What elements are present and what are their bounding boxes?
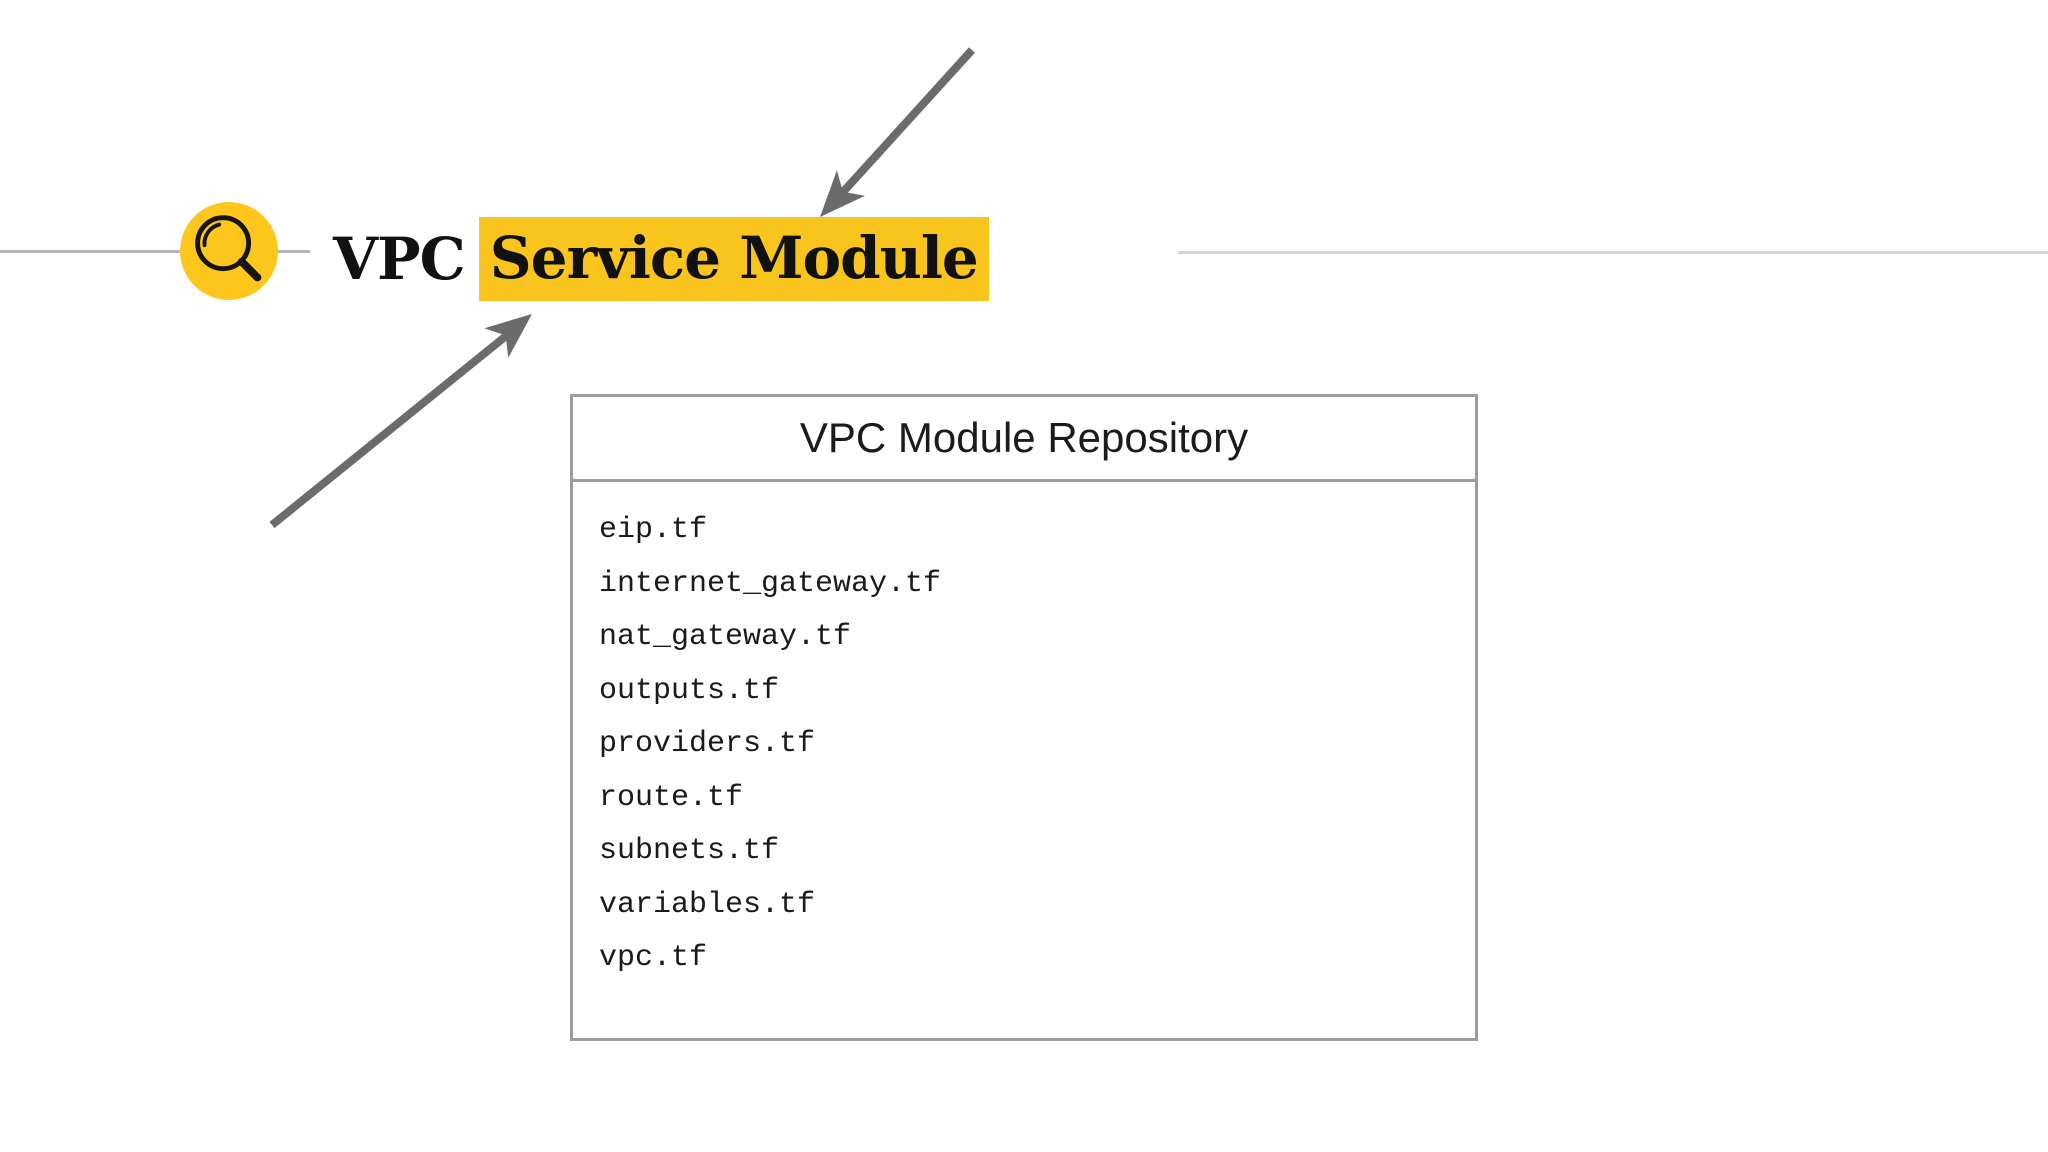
horizontal-rule-right	[1178, 251, 2048, 254]
file-list-item: providers.tf	[599, 727, 816, 761]
repository-box-title: VPC Module Repository	[573, 397, 1475, 482]
file-list-item: subnets.tf	[599, 834, 780, 868]
page-title-highlight: Service Module	[478, 217, 989, 301]
magnifier-icon	[180, 202, 278, 300]
file-list-item: eip.tf	[599, 513, 708, 547]
repository-file-list: eip.tf internet_gateway.tf nat_gateway.t…	[573, 482, 1475, 986]
vpc-module-repository-box: VPC Module Repository eip.tf internet_ga…	[570, 394, 1478, 1041]
file-list-item: variables.tf	[599, 887, 816, 922]
arrow-bottom-left	[269, 314, 532, 529]
page-title-plain: VPC	[333, 225, 466, 293]
horizontal-rule-left	[0, 250, 310, 253]
file-list-item: outputs.tf	[599, 673, 780, 708]
file-list-item: route.tf	[599, 780, 744, 815]
arrow-top-right	[820, 47, 975, 217]
file-list-item: internet_gateway.tf	[599, 566, 942, 601]
file-list-item: nat_gateway.tf	[599, 620, 852, 654]
file-list-item: vpc.tf	[599, 941, 708, 975]
magnifier-icon-svg	[180, 202, 278, 300]
